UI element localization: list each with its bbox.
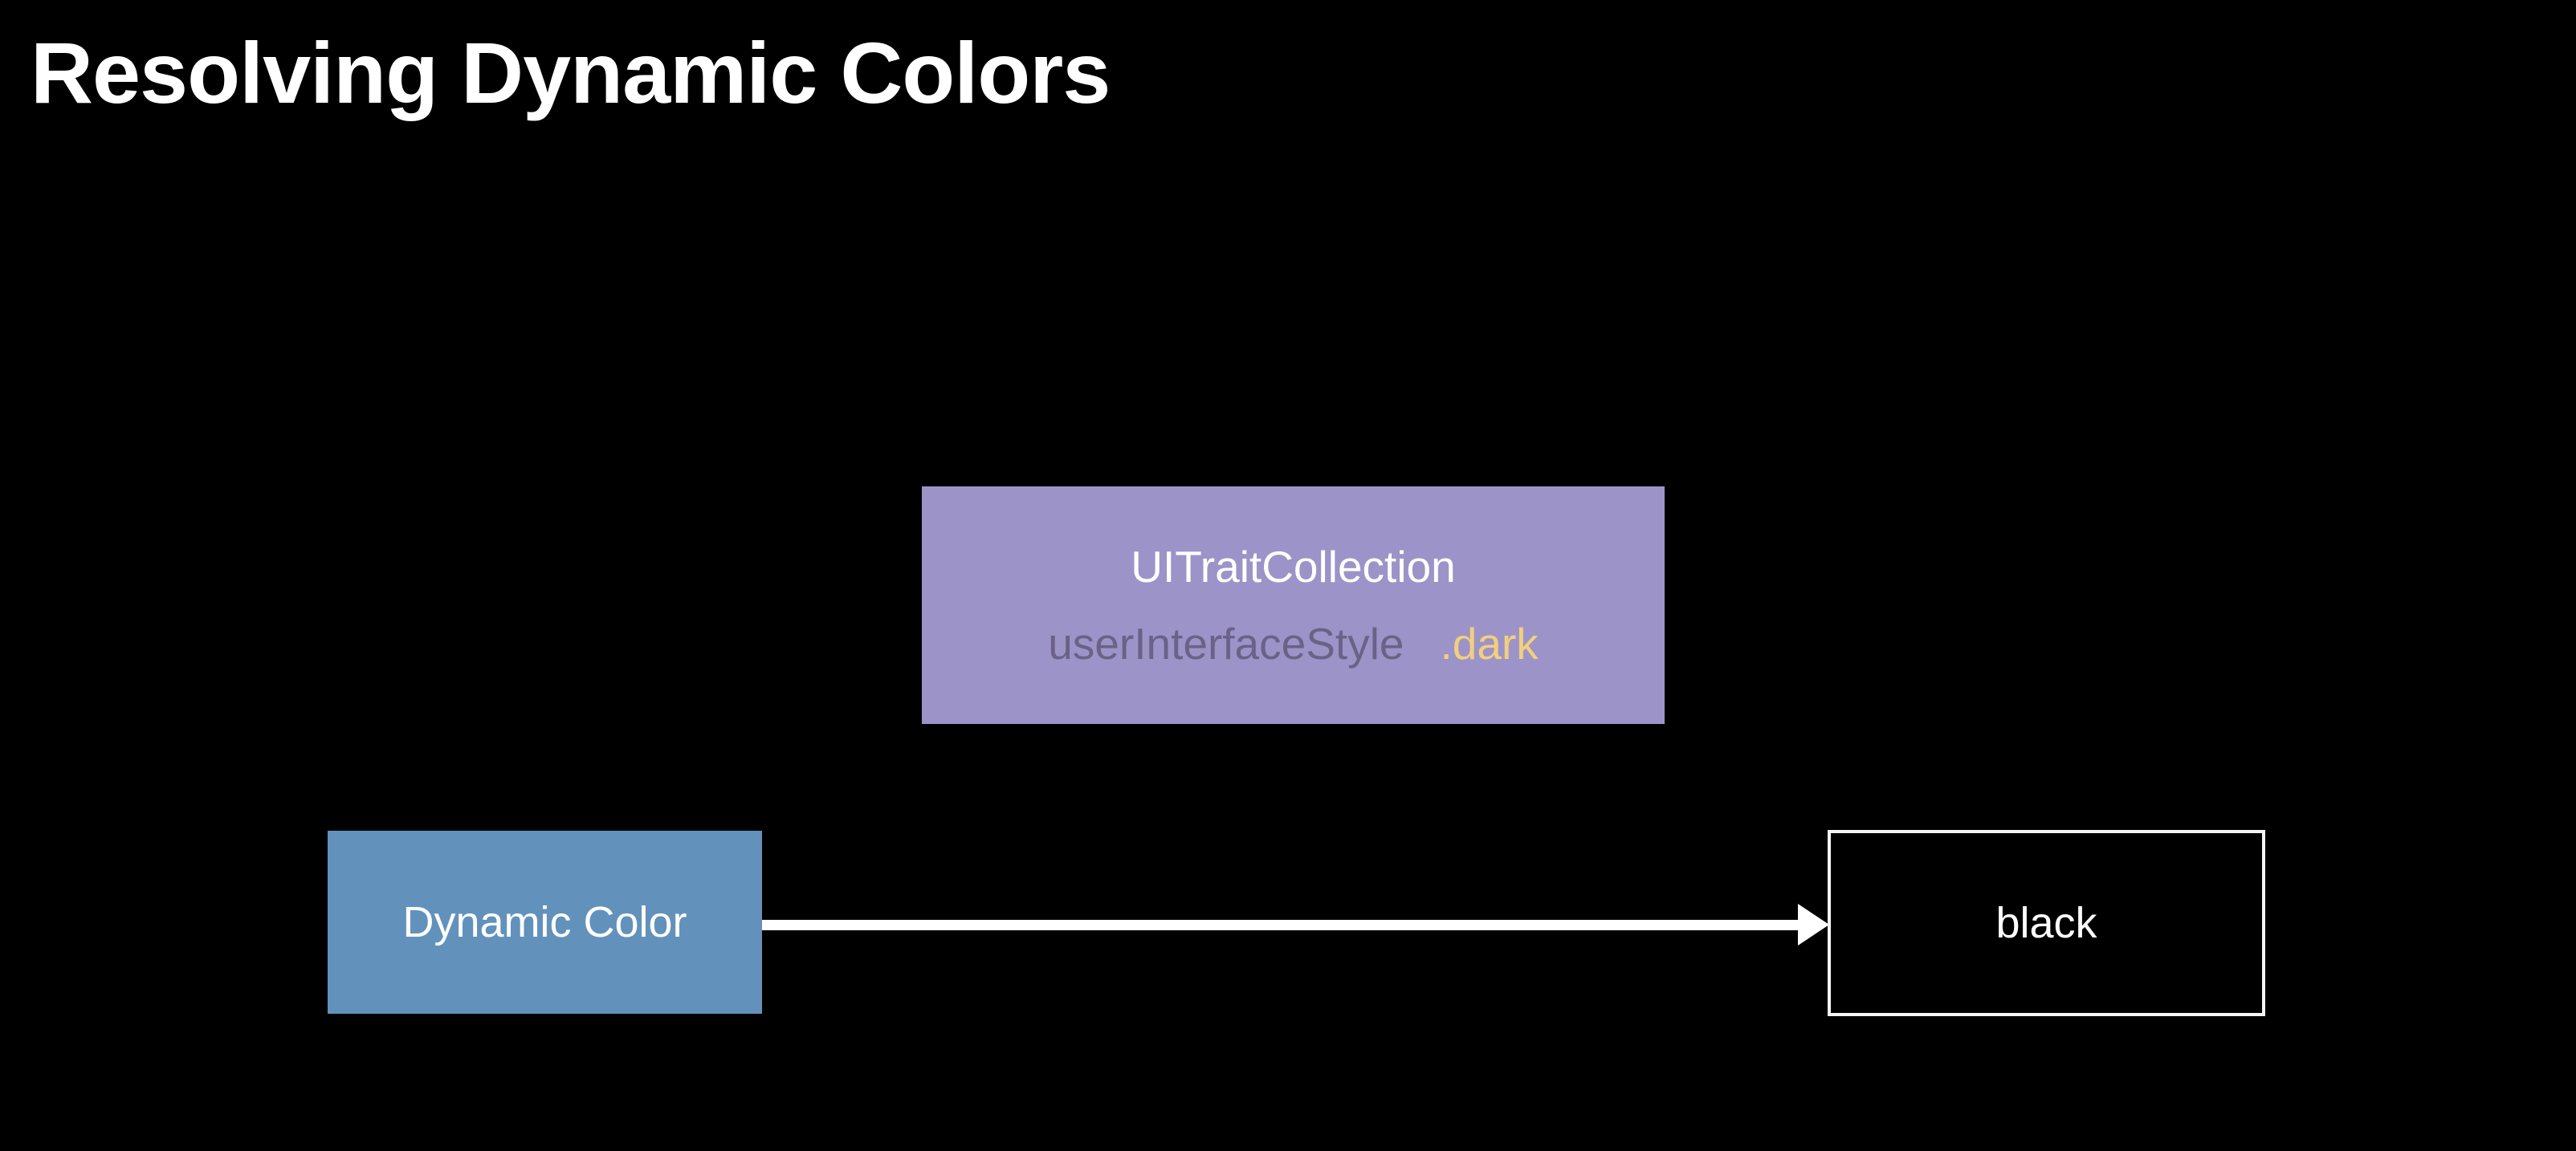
- trait-collection-box: UITraitCollection userInterfaceStyle .da…: [922, 486, 1665, 724]
- resolved-color-label: black: [1995, 899, 2097, 947]
- arrow-shaft: [762, 920, 1803, 930]
- dynamic-color-label: Dynamic Color: [402, 898, 687, 946]
- trait-property-value: .dark: [1440, 618, 1539, 669]
- trait-property-row: userInterfaceStyle .dark: [1048, 618, 1539, 669]
- resolved-color-box: black: [1828, 830, 2265, 1016]
- trait-collection-title: UITraitCollection: [1131, 541, 1456, 592]
- dynamic-color-box: Dynamic Color: [328, 831, 762, 1014]
- slide-title: Resolving Dynamic Colors: [31, 24, 1111, 121]
- arrow-head-icon: [1798, 904, 1829, 946]
- trait-property-name: userInterfaceStyle: [1048, 618, 1404, 669]
